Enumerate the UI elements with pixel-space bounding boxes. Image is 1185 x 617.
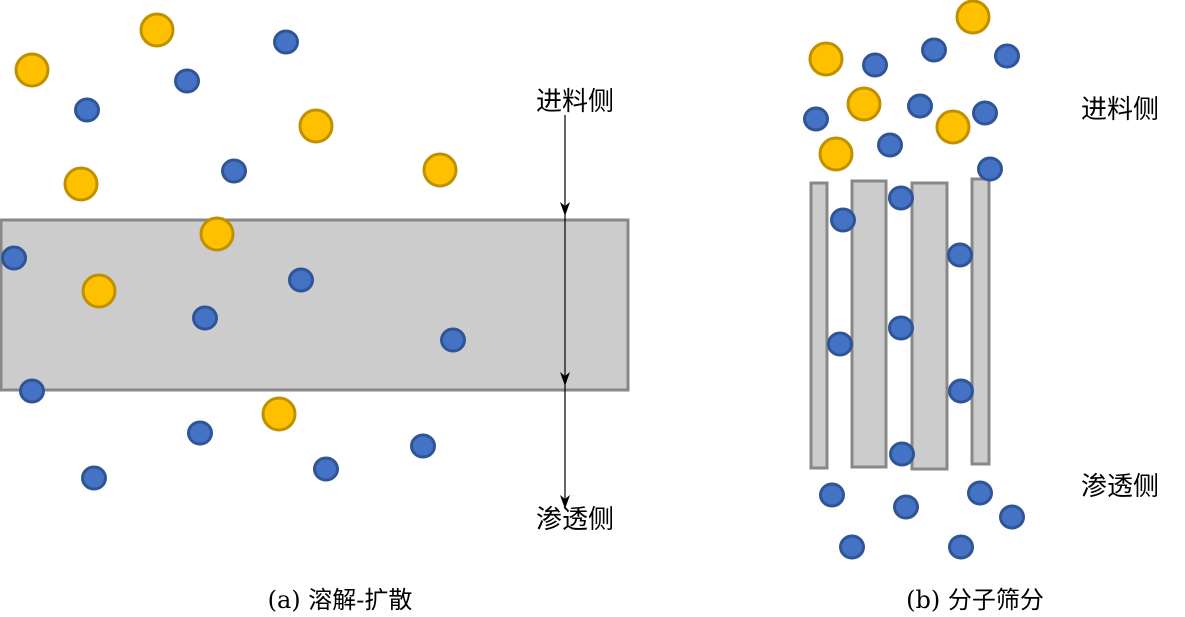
large-molecule	[261, 396, 297, 432]
small-molecule	[827, 331, 853, 357]
small-molecule	[19, 378, 45, 404]
large-molecule	[81, 273, 117, 309]
large-molecule	[955, 0, 991, 35]
arrowhead-icon	[560, 202, 570, 216]
panel-b-caption: (b) 分子筛分	[906, 586, 1044, 614]
small-molecule	[888, 315, 914, 341]
small-molecule	[313, 456, 339, 482]
small-molecule	[819, 482, 845, 508]
small-molecule	[839, 534, 865, 560]
sieve-wall	[910, 181, 949, 471]
small-molecule	[948, 534, 974, 560]
small-molecule	[174, 68, 200, 94]
small-molecule	[187, 420, 213, 446]
permeate-side-label: 渗透侧	[1081, 472, 1159, 502]
panel-b-molecular-sieving: 进料侧 渗透侧 (b) 分子筛分	[803, 0, 1159, 614]
small-molecule	[221, 158, 247, 184]
large-molecule	[63, 166, 99, 202]
large-molecule	[139, 12, 175, 48]
small-molecule	[888, 185, 914, 211]
small-molecule	[967, 480, 993, 506]
large-molecule	[298, 108, 334, 144]
small-molecule	[862, 52, 888, 78]
small-molecule	[994, 43, 1020, 69]
sieve-wall	[809, 181, 829, 470]
arrowhead-icon	[560, 372, 570, 386]
large-molecule	[14, 52, 50, 88]
small-molecule	[999, 504, 1025, 530]
small-molecule	[1, 245, 27, 271]
small-molecule	[288, 267, 314, 293]
panel-a-solution-diffusion: 进料侧 渗透侧 (a) 溶解-扩散	[0, 12, 630, 614]
small-molecule	[273, 29, 299, 55]
permeate-side-label: 渗透侧	[536, 505, 614, 535]
small-molecule	[889, 441, 915, 467]
small-molecule	[830, 207, 856, 233]
panel-a-caption: (a) 溶解-扩散	[268, 586, 413, 614]
small-molecule	[977, 156, 1003, 182]
sieve-wall	[970, 177, 991, 466]
small-molecule	[81, 465, 107, 491]
large-molecule	[818, 136, 854, 172]
small-molecule	[410, 433, 436, 459]
arrowhead-icon	[560, 495, 570, 509]
small-molecule	[803, 106, 829, 132]
large-molecule	[199, 216, 235, 252]
large-molecule	[808, 41, 844, 77]
small-molecule	[440, 327, 466, 353]
small-molecule	[877, 132, 903, 158]
small-molecule	[947, 242, 973, 268]
small-molecule	[74, 97, 100, 123]
small-molecule	[893, 494, 919, 520]
sieve-wall	[850, 179, 888, 469]
small-molecule	[948, 378, 974, 404]
large-molecule	[422, 152, 458, 188]
large-molecule	[935, 109, 971, 145]
feed-side-label: 进料侧	[1081, 95, 1159, 125]
diffusion-arrow	[560, 115, 570, 509]
small-molecule	[192, 305, 218, 331]
large-molecule	[846, 86, 882, 122]
small-molecule	[972, 100, 998, 126]
feed-side-label: 进料侧	[536, 87, 614, 117]
small-molecule	[921, 37, 947, 63]
small-molecule	[907, 93, 933, 119]
